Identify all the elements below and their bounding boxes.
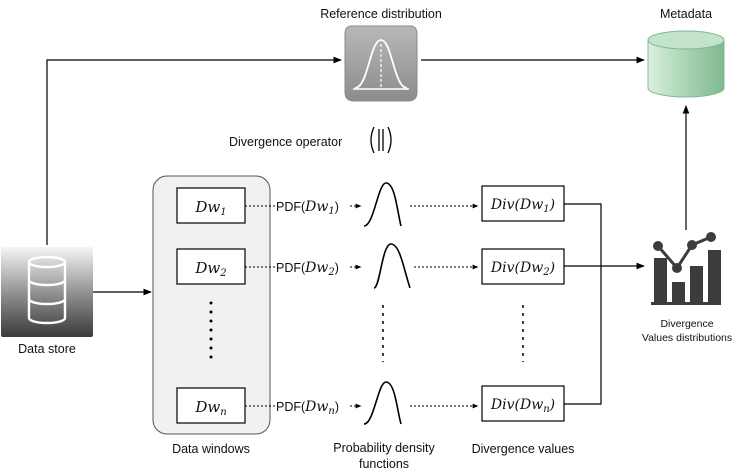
data-windows-label: Data windows [172,442,250,456]
data-window-2: Dw2 [176,248,246,285]
svg-text:Div(Dwn): Div(Dwn) [490,397,555,415]
database-icon [1,247,93,337]
bell-curve-icon [344,25,418,102]
div-box-2: Div(Dw2) [481,248,565,285]
svg-text:Dw2: Dw2 [194,259,226,279]
div-box-1: Div(Dw1) [481,185,565,222]
pdf-label-2: PDF(Dw2) [276,260,339,278]
div-dist-label-line2: Values distributions [642,332,732,344]
svg-text:Div(Dw1): Div(Dw1) [490,197,555,215]
data-window-n: Dwn [176,387,246,424]
divergence-operator-symbol [370,126,392,154]
windows-ellipsis [209,301,213,359]
div-dist-label-line1: Divergence [660,318,713,330]
pdf-curve-1 [363,182,402,227]
pdf-label-1: PDF(Dw1) [276,199,339,217]
metadata-label: Metadata [660,7,712,21]
divergence-operator-label: Divergence operator [229,135,342,149]
divergence-values-label: Divergence values [472,442,575,456]
svg-text:Dw1: Dw1 [194,198,226,218]
div1-connector [564,203,602,267]
reference-distribution-label: Reference distribution [320,7,442,21]
svg-text:Div(Dw2): Div(Dw2) [490,260,555,278]
divn-connector [564,267,602,405]
database-cylinder-icon [647,30,725,98]
svg-text:Dwn: Dwn [194,398,226,418]
bar-chart-trend-icon [651,232,721,305]
pdf-curve-n [363,381,402,425]
data-windows-group [152,175,271,435]
pdf-label-line1: Probability density [333,441,435,455]
data-store-label: Data store [18,342,76,356]
pdf-curve-2 [373,243,411,289]
div-box-n: Div(Dwn) [481,385,565,422]
data-window-1: Dw1 [176,187,246,224]
pdf-label-n: PDF(Dwn) [276,399,339,417]
pdf-label-line2: functions [359,457,409,471]
store-to-reference-arrow [46,56,342,245]
